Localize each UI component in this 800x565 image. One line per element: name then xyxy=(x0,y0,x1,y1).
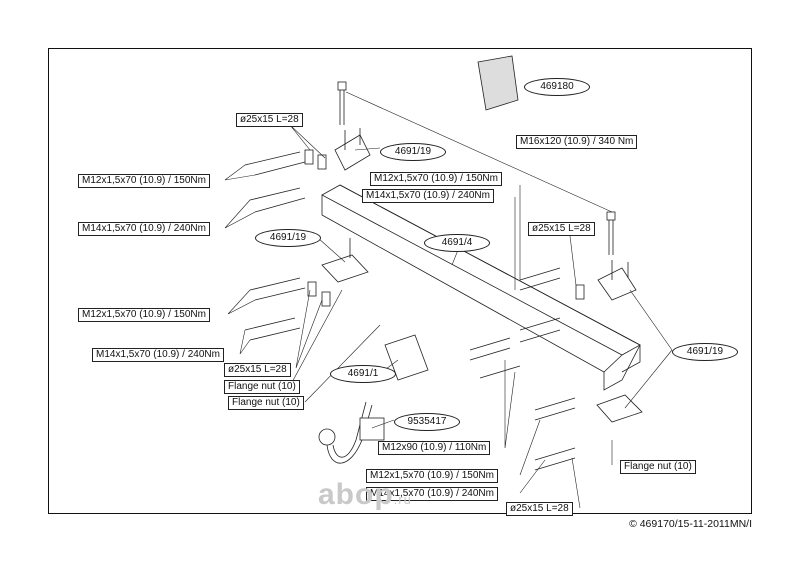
label-diameter-right: ø25x15 L=28 xyxy=(528,222,595,236)
m16-bolt-left xyxy=(337,81,347,125)
label-part-4691-19-b: 4691/19 xyxy=(255,229,321,247)
label-m12-center: M12x1,5x70 (10.9) / 150Nm xyxy=(370,172,502,186)
bracket-mid-left xyxy=(321,238,369,283)
label-flange-nut-2: Flange nut (10) xyxy=(228,396,304,410)
label-m16: M16x120 (10.9) / 340 Nm xyxy=(516,135,638,149)
label-part-4691-19-right: 4691/19 xyxy=(672,343,738,361)
bolt-set-left-top xyxy=(244,149,327,213)
copyright-note: © 469170/15-11-2011MN/I xyxy=(629,518,752,530)
drawing-frame xyxy=(48,48,752,514)
label-m14-bottom: M14x1,5x70 (10.9) / 240Nm xyxy=(366,487,498,501)
m16-bolt-right xyxy=(606,211,616,255)
label-m14-center: M14x1,5x70 (10.9) / 240Nm xyxy=(362,189,494,203)
bracket-right-bottom xyxy=(596,394,643,423)
label-diameter-bottom: ø25x15 L=28 xyxy=(506,502,573,516)
label-diameter-mid-left: ø25x15 L=28 xyxy=(224,363,291,377)
label-part-4691-19-a: 4691/19 xyxy=(380,143,446,161)
label-part-9535417: 9535417 xyxy=(394,413,460,431)
label-m12x90: M12x90 (10.9) / 110Nm xyxy=(378,441,491,455)
bolt-set-bottom-right xyxy=(534,397,576,471)
label-part-469180: 469180 xyxy=(524,78,590,96)
crossbeam xyxy=(321,184,641,391)
bolt-set-m12x90 xyxy=(469,337,521,379)
label-part-4691-1: 4691/1 xyxy=(330,365,396,383)
label-m12-mid-left: M12x1,5x70 (10.9) / 150Nm xyxy=(78,308,210,322)
leader-lines xyxy=(224,91,673,509)
coupling-mount-4691-1 xyxy=(384,334,429,381)
label-m14-top: M14x1,5x70 (10.9) / 240Nm xyxy=(78,222,210,236)
label-diameter-top: ø25x15 L=28 xyxy=(236,113,303,127)
bracket-right-top xyxy=(597,260,637,301)
label-m14-mid-left: M14x1,5x70 (10.9) / 240Nm xyxy=(92,348,224,362)
label-m12-bottom: M12x1,5x70 (10.9) / 150Nm xyxy=(366,469,498,483)
label-part-4691-4: 4691/4 xyxy=(424,234,490,252)
hardware-bag-469180 xyxy=(477,55,519,111)
electric-socket-9535417 xyxy=(359,417,385,441)
label-m12-top: M12x1,5x70 (10.9) / 150Nm xyxy=(78,174,210,188)
bolt-set-center-right xyxy=(519,267,585,343)
watermark-logo: abop.ru xyxy=(318,478,412,511)
bolt-set-left-mid xyxy=(244,277,331,341)
label-flange-nut-1: Flange nut (10) xyxy=(224,380,300,394)
label-flange-nut-right: Flange nut (10) xyxy=(620,460,696,474)
bracket-top-left xyxy=(334,128,371,171)
